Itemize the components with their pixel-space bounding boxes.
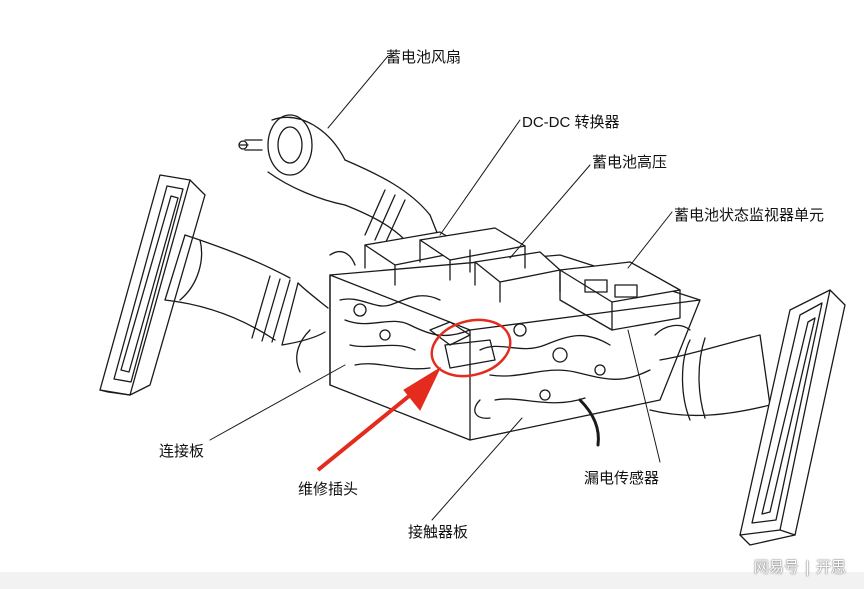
label-battery-fan: 蓄电池风扇 <box>386 48 462 66</box>
leader-monitor-unit <box>627 211 673 269</box>
right-vent-grille <box>739 289 846 546</box>
label-connection-board: 连接板 <box>159 442 205 460</box>
watermark-brand: 网易号 <box>753 558 799 576</box>
leader-connection-board <box>209 364 346 441</box>
battery-pack-body <box>296 227 701 447</box>
diagram-canvas: 蓄电池风扇 DC-DC 转换器 蓄电池高压 蓄电池状态监视器单元 连接板 维修插… <box>99 48 846 546</box>
label-contactor-board: 接触器板 <box>408 523 469 541</box>
label-battery-monitor-unit: 蓄电池状态监视器单元 <box>674 206 825 224</box>
battery-fan-assembly <box>238 114 441 245</box>
left-air-duct <box>164 234 329 346</box>
label-dcdc-converter: DC-DC 转换器 <box>522 114 620 131</box>
watermark-author: 开思 <box>815 558 846 576</box>
label-leakage-sensor: 漏电传感器 <box>584 469 660 487</box>
service-plug-highlight <box>430 318 512 378</box>
watermark: 网易号|开思 <box>753 558 846 576</box>
leader-contactor-board <box>431 417 523 521</box>
leader-battery-fan <box>327 55 389 129</box>
service-plug-arrow <box>316 366 442 472</box>
label-battery-high-voltage: 蓄电池高压 <box>592 153 668 171</box>
leader-leakage-sensor <box>627 329 661 463</box>
leader-battery-hv <box>509 164 591 259</box>
footer-bar <box>0 572 864 589</box>
right-air-duct <box>649 324 771 421</box>
left-vent-grille <box>99 174 206 396</box>
battery-pack-illustration <box>99 55 846 546</box>
leader-lines <box>209 55 673 521</box>
highlight-circle <box>430 318 512 378</box>
leader-dcdc <box>439 119 521 236</box>
label-service-plug: 维修插头 <box>298 480 359 498</box>
